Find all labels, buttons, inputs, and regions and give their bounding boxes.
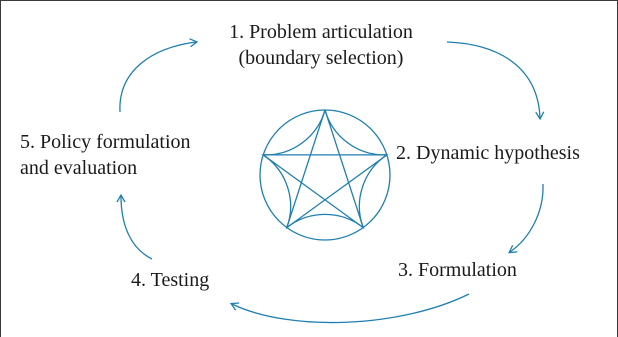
arrow-3-to-4: [229, 293, 470, 324]
step-1-line-2: (boundary selection): [238, 47, 404, 69]
emblem-arc: [286, 213, 364, 229]
arrow-4-to-5: [116, 193, 153, 260]
step-4-line-1: 4. Testing: [131, 269, 210, 291]
step-1-line-1: 1. Problem articulation: [229, 21, 413, 43]
arrow-5-to-1: [119, 38, 199, 113]
step-5-line-1: 5. Policy formulation: [20, 131, 191, 153]
emblem-circle: [259, 109, 391, 241]
arrow-1-to-2: [446, 41, 545, 121]
emblem-arc: [324, 109, 387, 156]
step-2-line-1: 2. Dynamic hypothesis: [396, 142, 580, 164]
arrow-2-to-3: [508, 183, 544, 254]
star-circle-emblem: [259, 109, 391, 241]
step-1-problem-articulation: 1. Problem articulation (boundary select…: [211, 19, 431, 71]
emblem-arc: [262, 154, 292, 228]
step-2-dynamic-hypothesis: 2. Dynamic hypothesis: [396, 140, 580, 166]
step-3-line-1: 3. Formulation: [398, 259, 517, 281]
emblem-arc: [358, 154, 388, 228]
step-5-policy-formulation: 5. Policy formulation and evaluation: [20, 129, 191, 181]
step-3-formulation: 3. Formulation: [398, 257, 517, 283]
step-4-testing: 4. Testing: [131, 267, 209, 293]
emblem-arc: [263, 109, 326, 156]
step-5-line-2: and evaluation: [20, 157, 138, 179]
emblem-star: [261, 109, 389, 230]
